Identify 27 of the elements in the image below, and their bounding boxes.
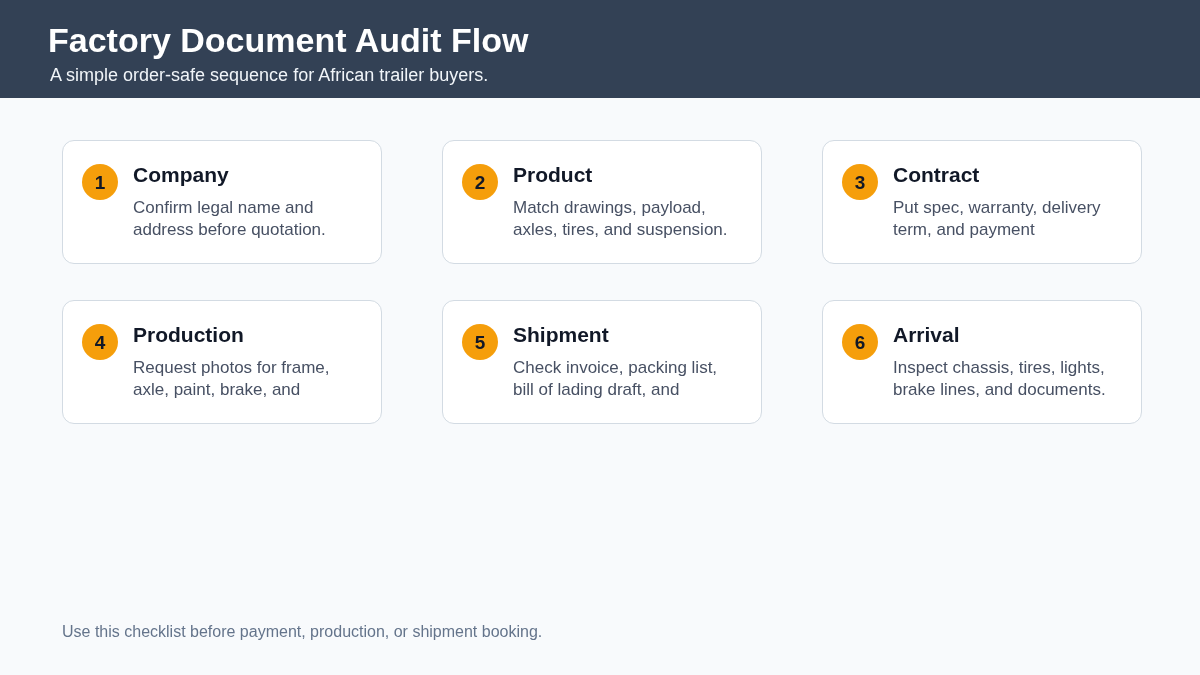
step-number: 5 xyxy=(462,324,498,360)
step-description: Inspect chassis, tires, lights, brake lines, and documents. xyxy=(893,357,1107,401)
step-description: Put spec, warranty, delivery term, and payment xyxy=(893,197,1102,241)
step-card xyxy=(442,300,762,424)
step-card xyxy=(822,300,1142,424)
step-description: Check invoice, packing list, bill of lading draft, and xyxy=(513,357,719,401)
footer-note: Use this checklist before payment, production, or shipment booking. xyxy=(62,622,543,642)
step-number: 2 xyxy=(462,164,498,200)
subtitle: A simple order-safe sequence for African trailer buyers. xyxy=(50,64,489,86)
step-card xyxy=(62,300,382,424)
step-description: Confirm legal name and address before quotation. xyxy=(133,197,327,241)
step-number: 1 xyxy=(82,164,118,200)
step-card xyxy=(442,140,762,264)
step-heading: Contract xyxy=(893,163,981,187)
step-number: 3 xyxy=(842,164,878,200)
page-title: Factory Document Audit Flow xyxy=(48,20,529,60)
step-description: Match drawings, payload, axles, tires, and suspension. xyxy=(513,197,729,241)
step-number: 6 xyxy=(842,324,878,360)
step-description: Request photos for frame, axle, paint, brake, and xyxy=(133,357,331,401)
step-heading: Shipment xyxy=(513,323,610,347)
step-card xyxy=(822,140,1142,264)
step-card xyxy=(62,140,382,264)
step-number: 4 xyxy=(82,324,118,360)
step-heading: Production xyxy=(133,323,245,347)
step-heading: Product xyxy=(513,163,594,187)
step-heading: Arrival xyxy=(893,323,961,347)
step-heading: Company xyxy=(133,163,230,187)
